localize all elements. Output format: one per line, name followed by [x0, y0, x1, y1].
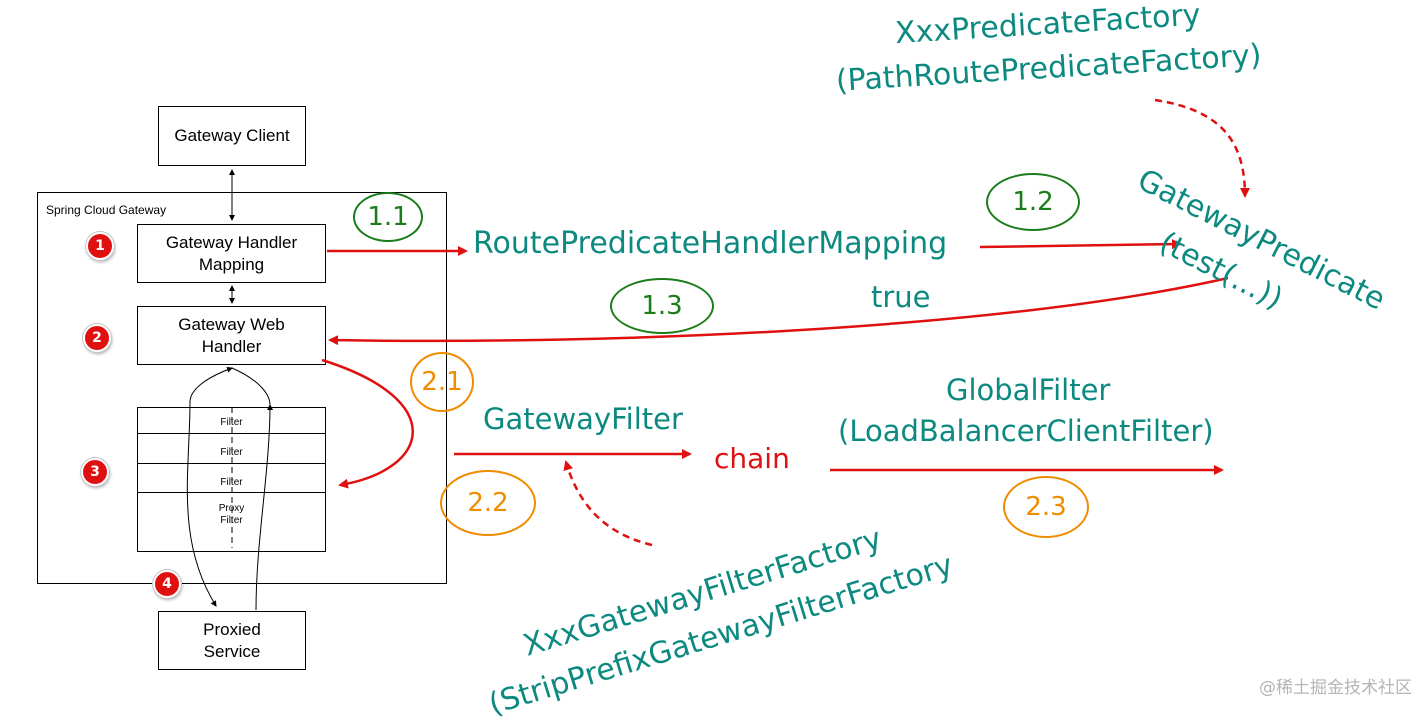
arrow-1-3 — [328, 276, 1229, 346]
watermark: @稀土掘金技术社区 — [1259, 678, 1412, 698]
web-handler-line-1: Gateway Web — [178, 314, 285, 334]
badge-3: 3 — [81, 458, 109, 486]
gateway-client-box: Gateway Client — [158, 106, 306, 166]
filter-down-path — [186, 366, 233, 607]
proxied-service-box: Proxied Service — [158, 611, 306, 670]
step-2-1: 2.1 — [410, 352, 474, 412]
gateway-filter-label: GatewayFilter — [483, 402, 683, 436]
arrow-2-1 — [321, 358, 414, 489]
step-1-1: 1.1 — [353, 192, 423, 242]
connector-layer — [186, 98, 1250, 611]
step-2-3: 2.3 — [1003, 476, 1089, 538]
global-filter-line-1: GlobalFilter — [946, 373, 1111, 407]
true-label: true — [871, 280, 931, 314]
web-handler-box: Gateway Web Handler — [137, 306, 326, 365]
proxied-service-line-1: Proxied — [203, 619, 261, 639]
step-1-3: 1.3 — [610, 278, 714, 334]
handler-mapping-line-1: Gateway Handler — [165, 232, 298, 252]
container-label: Spring Cloud Gateway — [46, 203, 167, 217]
dashed-filter-factory-arrow — [563, 460, 653, 547]
badge-1: 1 — [86, 232, 114, 260]
route-mapping-label: RoutePredicateHandlerMapping — [473, 226, 948, 261]
badge-4: 4 — [153, 570, 181, 598]
handler-mapping-box: Gateway Handler Mapping — [137, 224, 326, 283]
global-filter-label: GlobalFilter (LoadBalancerClientFilter) — [838, 370, 1214, 452]
handler-mapping-line-2: Mapping — [198, 254, 265, 274]
step-1-2: 1.2 — [986, 173, 1080, 231]
filter-up-path — [255, 404, 273, 611]
global-filter-line-2: (LoadBalancerClientFilter) — [838, 414, 1214, 448]
badge-2: 2 — [83, 324, 111, 352]
dashed-predicate-arrow — [1154, 98, 1250, 198]
chain-label: chain — [714, 442, 790, 475]
step-2-2: 2.2 — [440, 470, 536, 536]
gateway-client-label: Gateway Client — [174, 126, 290, 145]
proxied-service-line-2: Service — [203, 641, 261, 661]
arrow-1-2 — [979, 239, 1182, 250]
filter-return-path — [231, 367, 271, 406]
web-handler-line-2: Handler — [201, 336, 262, 356]
